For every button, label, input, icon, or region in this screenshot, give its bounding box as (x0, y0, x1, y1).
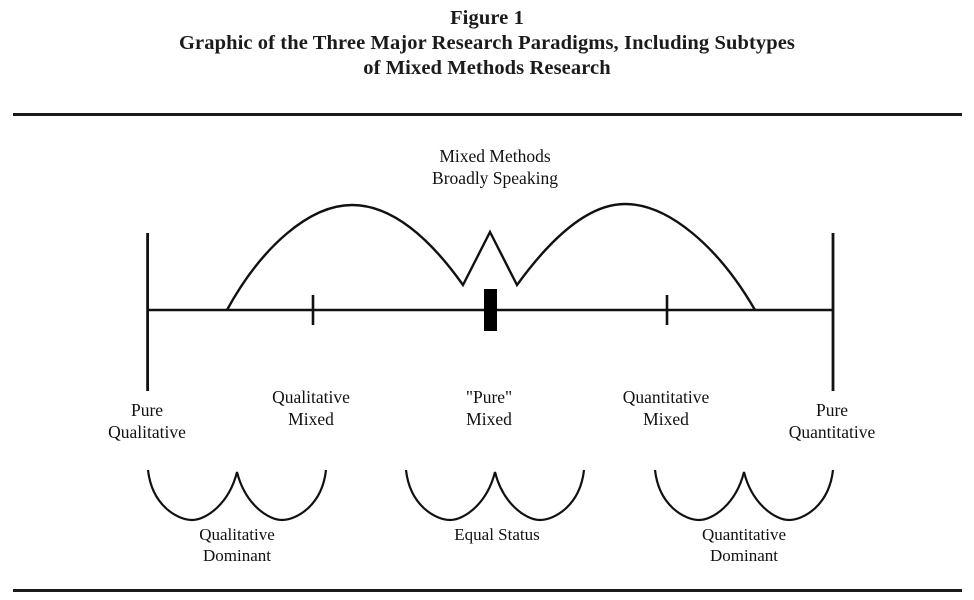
annotation-mixed-methods-line-2: Broadly Speaking (432, 167, 558, 188)
figure-canvas: Mixed Methods Broadly Speaking Pure Qual… (0, 118, 974, 586)
page-title-line-3: of Mixed Methods Research (363, 57, 611, 79)
axis-label-qualitative-mixed-line-2: Mixed (288, 408, 334, 429)
figure-title-block: Figure 1 Graphic of the Three Major Rese… (0, 6, 974, 81)
annotation-mixed-methods-line-1: Mixed Methods (439, 146, 551, 166)
axis-label-qualitative-mixed: Qualitative Mixed (272, 387, 350, 430)
axis-label-pure-quantitative: Pure Quantitative (789, 400, 876, 443)
axis-marker-pure-mixed (484, 289, 497, 331)
axis-label-pure-qualitative-line-1: Pure (130, 400, 164, 420)
bracket-label-qualitative-dominant-line-1: Qualitative (199, 525, 275, 544)
axis-label-quantitative-mixed-line-2: Mixed (643, 408, 689, 429)
page-title-line-1: Figure 1 (450, 7, 524, 29)
bracket-label-quantitative-dominant-line-1: Quantitative (701, 525, 787, 544)
axis-label-pure-qualitative-line-2: Qualitative (108, 421, 186, 442)
bracket-label-equal-status: Equal Status (454, 524, 539, 545)
bracket-equal-status (404, 469, 586, 522)
axis-label-pure-mixed: "Pure" Mixed (466, 387, 512, 430)
divider-top (13, 113, 962, 116)
mixed-methods-envelope-curve (225, 202, 757, 311)
axis-label-quantitative-mixed-line-1: Quantitative (622, 387, 710, 407)
axis-label-pure-qualitative: Pure Qualitative (108, 400, 186, 443)
bracket-quantitative-dominant (653, 469, 835, 522)
axis-label-pure-quantitative-line-1: Pure (815, 400, 849, 420)
paradigm-continuum-diagram (146, 202, 835, 522)
page-title-line-2: Graphic of the Three Major Research Para… (178, 32, 795, 54)
axis-label-pure-mixed-line-1: "Pure" (465, 387, 513, 407)
bracket-qualitative-dominant (146, 469, 328, 522)
divider-bottom (13, 589, 962, 592)
bracket-label-quantitative-dominant: Quantitative Dominant (702, 524, 786, 566)
axis-label-quantitative-mixed: Quantitative Mixed (623, 387, 710, 430)
axis-label-pure-mixed-line-2: Mixed (466, 408, 512, 429)
annotation-mixed-methods: Mixed Methods Broadly Speaking (432, 146, 558, 189)
bracket-label-qualitative-dominant-line-2: Dominant (203, 546, 271, 565)
bracket-label-quantitative-dominant-line-2: Dominant (710, 546, 778, 565)
axis-label-pure-quantitative-line-2: Quantitative (788, 421, 876, 442)
axis-label-qualitative-mixed-line-1: Qualitative (272, 387, 350, 407)
bracket-label-equal-status-line-1: Equal Status (454, 525, 540, 544)
bracket-label-qualitative-dominant: Qualitative Dominant (199, 524, 275, 566)
